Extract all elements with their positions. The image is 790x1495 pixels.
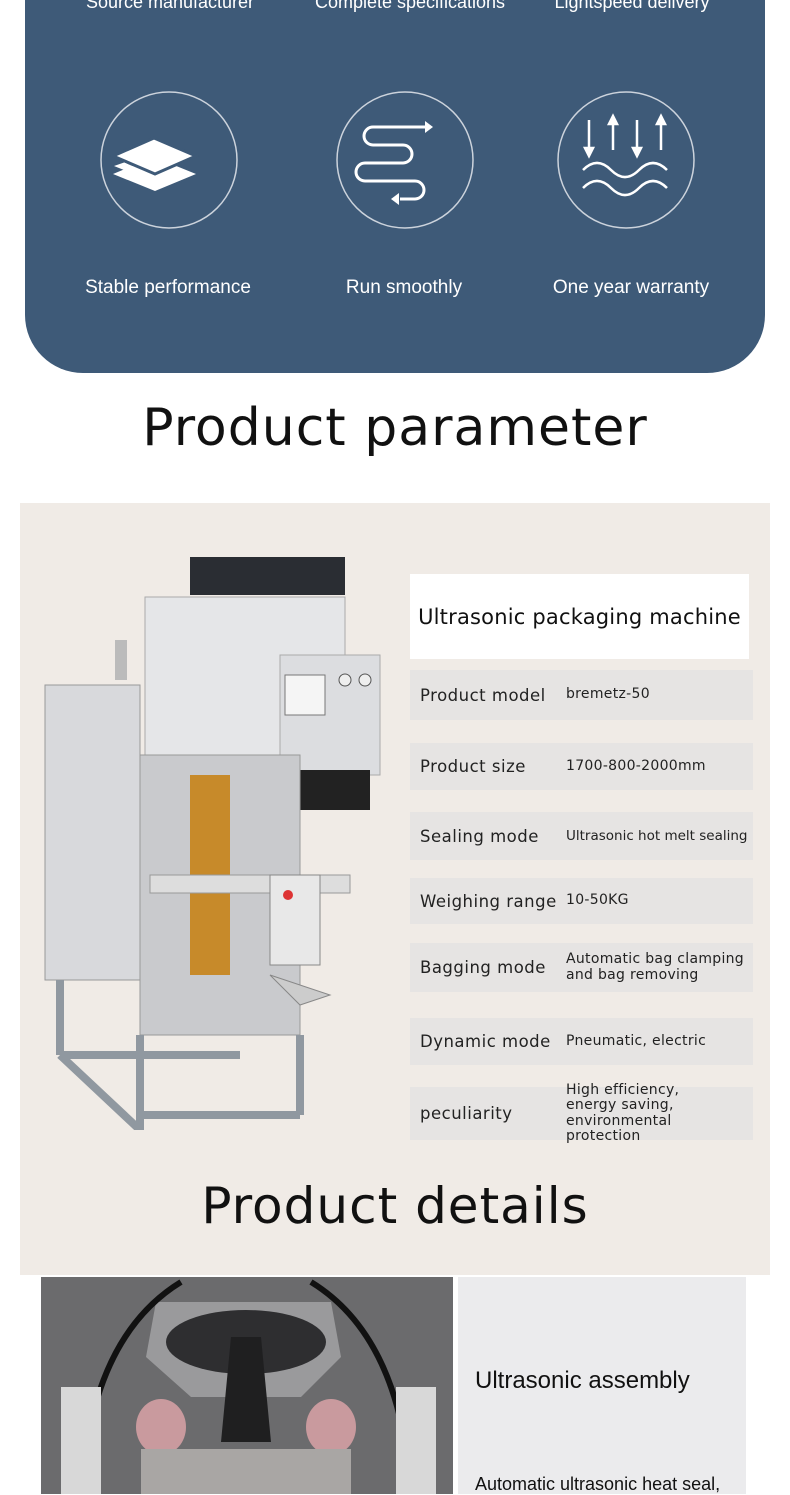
param-label: Product model [420, 685, 546, 705]
detail-title: Ultrasonic assembly [475, 1367, 690, 1394]
param-value: 1700-800-2000mm [566, 757, 706, 774]
detail-description-panel: Ultrasonic assembly Automatic ultrasonic… [458, 1277, 746, 1494]
waves-arrows-icon [557, 91, 695, 229]
feature-label: One year warranty [552, 277, 710, 298]
param-row: Product model bremetz-50 [410, 670, 753, 720]
param-value: bremetz-50 [566, 686, 650, 703]
param-label: Product size [420, 757, 526, 776]
flow-arrows-icon [336, 91, 474, 229]
details-heading: Product details [201, 1177, 589, 1235]
feature-label: Stable performance [85, 277, 251, 298]
param-row: Product size 1700-800-2000mm [410, 743, 753, 790]
param-value: 10-50KG [566, 892, 629, 909]
param-value: Ultrasonic hot melt sealing [566, 827, 748, 844]
param-label: Weighing range [420, 891, 557, 911]
feature-label: Run smoothly [345, 277, 463, 298]
param-value: Automatic bag clamping and bag removing [566, 951, 744, 983]
param-label: peculiarity [420, 1104, 513, 1123]
param-row: Sealing mode Ultrasonic hot melt sealing [410, 812, 753, 860]
parameter-heading: Product parameter [142, 398, 648, 458]
feature-label: Lightspeed delivery [554, 0, 710, 12]
param-value: High efficiency, energy saving, environm… [566, 1081, 680, 1144]
param-row: Dynamic mode Pneumatic, electric [410, 1018, 753, 1065]
detail-text: Automatic ultrasonic heat seal, [475, 1474, 721, 1494]
product-name: Ultrasonic packaging machine [410, 574, 749, 659]
ultrasonic-assembly-image [41, 1277, 453, 1494]
param-row: peculiarity High efficiency, energy savin… [410, 1082, 753, 1144]
param-value: Pneumatic, electric [566, 1032, 707, 1049]
param-row: Weighing range 10-50KG [410, 878, 753, 924]
param-label: Dynamic mode [420, 1032, 551, 1051]
param-row: Bagging mode Automatic bag clamping and b… [410, 943, 753, 992]
param-label: Sealing mode [420, 826, 539, 846]
feature-label: Complete specifications [314, 0, 506, 12]
feature-label: Source manufacturer [85, 0, 255, 12]
machine-image [44, 557, 381, 1130]
layers-icon [100, 91, 238, 229]
param-label: Bagging mode [420, 958, 546, 977]
